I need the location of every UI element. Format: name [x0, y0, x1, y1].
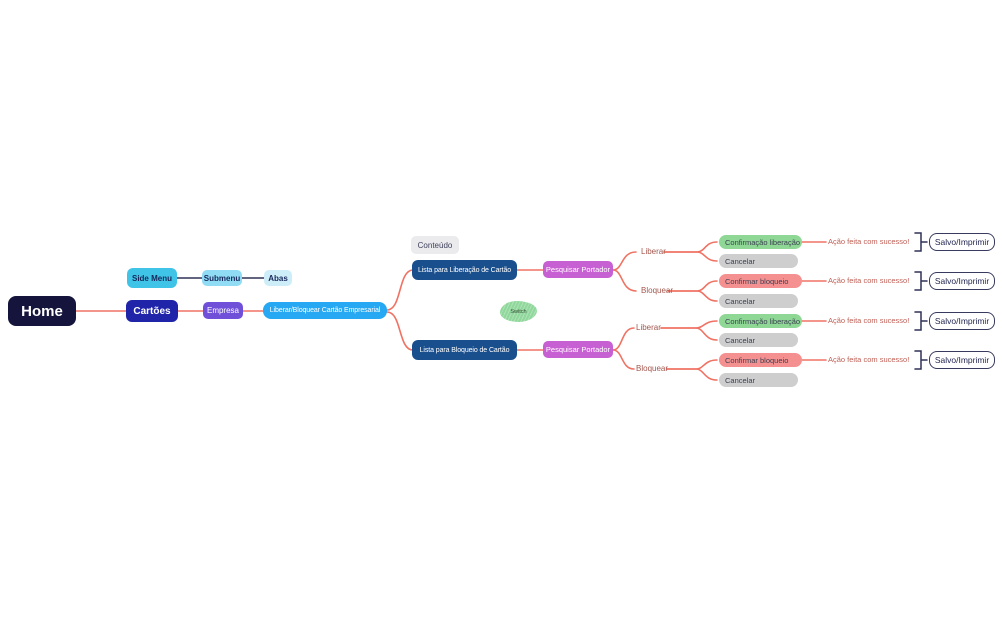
- node-lista-liberacao[interactable]: Lista para Liberação de Cartão: [412, 260, 517, 280]
- node-confirmacao-liberacao-1[interactable]: Confirmação liberação: [719, 235, 802, 249]
- branch-label-bloquear-top[interactable]: Bloquear: [641, 286, 674, 295]
- link-liberar2-confirmacao: [660, 320, 718, 329]
- bracket-group2: [914, 271, 928, 291]
- node-confirmacao-liberacao-3[interactable]: Confirmação liberação: [719, 314, 802, 328]
- node-switch[interactable]: Switch: [500, 301, 537, 322]
- link-pesquisar1-bloquear: [612, 269, 637, 292]
- branch-label-bloquear-bottom[interactable]: Bloquear: [636, 364, 669, 373]
- node-confirmar-bloqueio-4[interactable]: Confirmar bloqueio: [719, 353, 802, 367]
- link-libbloq-lista-bloqueio: [386, 311, 414, 351]
- node-cancelar-3[interactable]: Cancelar: [719, 333, 798, 347]
- node-side-menu[interactable]: Side Menu: [127, 268, 177, 288]
- node-conteudo[interactable]: Conteúdo: [411, 236, 459, 254]
- link-pesquisar1-liberar: [612, 251, 637, 271]
- node-cancelar-4[interactable]: Cancelar: [719, 373, 798, 387]
- node-salvo-imprimir-1[interactable]: Salvo/Imprimir: [929, 233, 995, 251]
- link-bloquear1-cancelar: [667, 290, 718, 302]
- node-cartoes[interactable]: Cartões: [126, 300, 178, 322]
- node-lista-bloqueio[interactable]: Lista para Bloqueio de Cartão: [412, 340, 517, 360]
- result-label-2[interactable]: Ação feita com sucesso!: [828, 276, 910, 285]
- bracket-group3: [914, 311, 928, 331]
- node-cancelar-2[interactable]: Cancelar: [719, 294, 798, 308]
- node-liberar-bloquear-cartao[interactable]: Liberar/Bloquear Cartão Empresarial: [263, 302, 387, 319]
- link-pesquisar2-liberar: [612, 327, 635, 351]
- node-abas[interactable]: Abas: [264, 270, 292, 286]
- node-salvo-imprimir-4[interactable]: Salvo/Imprimir: [929, 351, 995, 369]
- link-liberar2-cancelar: [660, 327, 718, 341]
- bracket-group4: [914, 350, 928, 370]
- node-salvo-imprimir-2[interactable]: Salvo/Imprimir: [929, 272, 995, 290]
- link-pesquisar2-bloquear: [612, 349, 635, 370]
- result-label-3[interactable]: Ação feita com sucesso!: [828, 316, 910, 325]
- node-pesquisar-portador-liberacao[interactable]: Pesquisar Portador: [543, 261, 613, 278]
- result-label-1[interactable]: Ação feita com sucesso!: [828, 237, 910, 246]
- result-label-4[interactable]: Ação feita com sucesso!: [828, 355, 910, 364]
- link-liberar1-cancelar: [663, 251, 718, 262]
- link-bloquear2-confirmar: [666, 359, 718, 370]
- node-salvo-imprimir-3[interactable]: Salvo/Imprimir: [929, 312, 995, 330]
- link-bloquear2-cancelar: [666, 368, 718, 381]
- node-home[interactable]: Home: [8, 296, 76, 326]
- link-liberar1-confirmacao: [663, 241, 718, 253]
- node-confirmar-bloqueio-2[interactable]: Confirmar bloqueio: [719, 274, 802, 288]
- branch-label-liberar-top[interactable]: Liberar: [641, 247, 666, 256]
- branch-label-liberar-bottom[interactable]: Liberar: [636, 323, 661, 332]
- link-bloquear1-confirmar: [667, 280, 718, 292]
- node-empresa[interactable]: Empresa: [203, 302, 243, 319]
- node-cancelar-1[interactable]: Cancelar: [719, 254, 798, 268]
- bracket-group1: [914, 232, 928, 252]
- node-pesquisar-portador-bloqueio[interactable]: Pesquisar Portador: [543, 341, 613, 358]
- node-submenu[interactable]: Submenu: [202, 270, 242, 286]
- link-libbloq-lista-liberacao: [386, 269, 414, 311]
